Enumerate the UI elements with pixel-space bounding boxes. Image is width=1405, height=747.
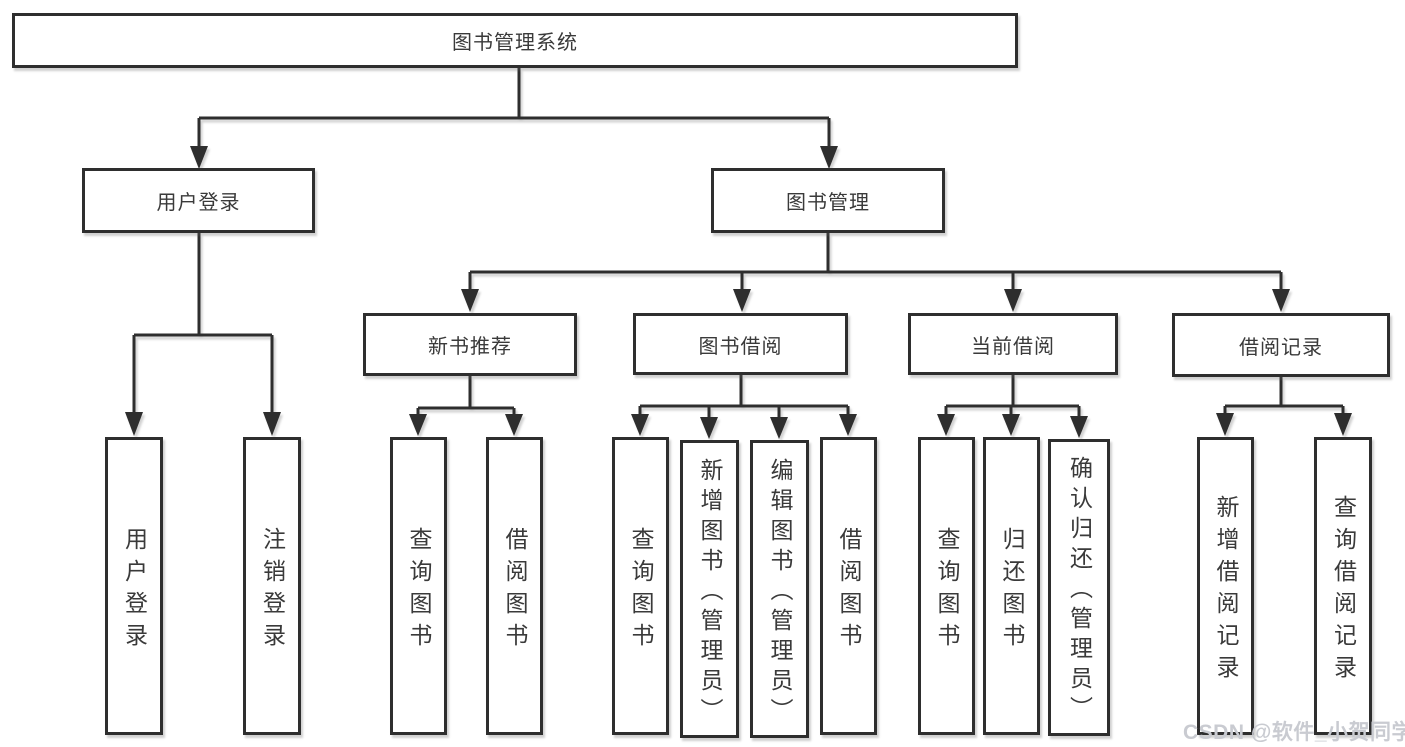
node-label: 确认归还（管理员） [1066, 456, 1093, 726]
node-label: 查询图书 [628, 526, 654, 655]
node-label: 当前借阅 [971, 335, 1055, 358]
node-label: 归还图书 [999, 526, 1025, 655]
node-current-borrowing: 当前借阅 [908, 313, 1118, 375]
leaf-borrow-books-2: 借阅图书 [820, 437, 877, 735]
node-label: 新书推荐 [428, 336, 512, 358]
node-label: 编辑图书（管理员） [767, 457, 793, 728]
node-new-book-recommendation: 新书推荐 [363, 313, 577, 376]
leaf-add-book-admin: 新增图书（管理员） [680, 440, 739, 738]
node-label: 借阅记录 [1239, 336, 1323, 359]
node-label: 图书借阅 [698, 335, 783, 358]
node-label: 新增图书（管理员） [697, 457, 723, 728]
node-root-library-system: 图书管理系统 [12, 13, 1018, 68]
node-label: 借阅图书 [502, 526, 528, 655]
csdn-watermark: CSDN @软件_小贺同学 [1183, 721, 1405, 744]
node-book-management: 图书管理 [711, 168, 945, 233]
leaf-query-books-3: 查询图书 [918, 437, 975, 735]
leaf-query-books-1: 查询图书 [390, 437, 447, 735]
node-user-login: 用户登录 [82, 168, 315, 233]
leaf-return-books: 归还图书 [983, 437, 1040, 735]
node-label: 用户登录 [121, 526, 148, 655]
node-label: 用户登录 [156, 192, 241, 214]
leaf-user-login: 用户登录 [105, 437, 163, 735]
leaf-confirm-return-admin: 确认归还（管理员） [1048, 439, 1110, 736]
node-label: 借阅图书 [836, 526, 862, 655]
node-label: 查询图书 [934, 526, 960, 655]
leaf-logout: 注销登录 [243, 437, 301, 735]
leaf-add-borrow-record: 新增借阅记录 [1197, 437, 1254, 735]
leaf-query-books-2: 查询图书 [612, 437, 669, 735]
node-label: 图书管理系统 [452, 32, 578, 54]
leaf-borrow-books-1: 借阅图书 [486, 437, 543, 735]
leaf-query-borrow-record: 查询借阅记录 [1314, 437, 1372, 735]
node-label: 图书管理 [786, 192, 870, 214]
node-label: 新增借阅记录 [1213, 494, 1239, 687]
leaf-edit-book-admin: 编辑图书（管理员） [750, 440, 809, 738]
arrowheads [125, 146, 1352, 439]
node-label: 注销登录 [259, 526, 286, 655]
node-borrowing-records: 借阅记录 [1172, 313, 1390, 377]
node-label: 查询图书 [406, 526, 432, 655]
node-book-borrowing: 图书借阅 [633, 313, 848, 375]
node-label: 查询借阅记录 [1330, 494, 1357, 687]
